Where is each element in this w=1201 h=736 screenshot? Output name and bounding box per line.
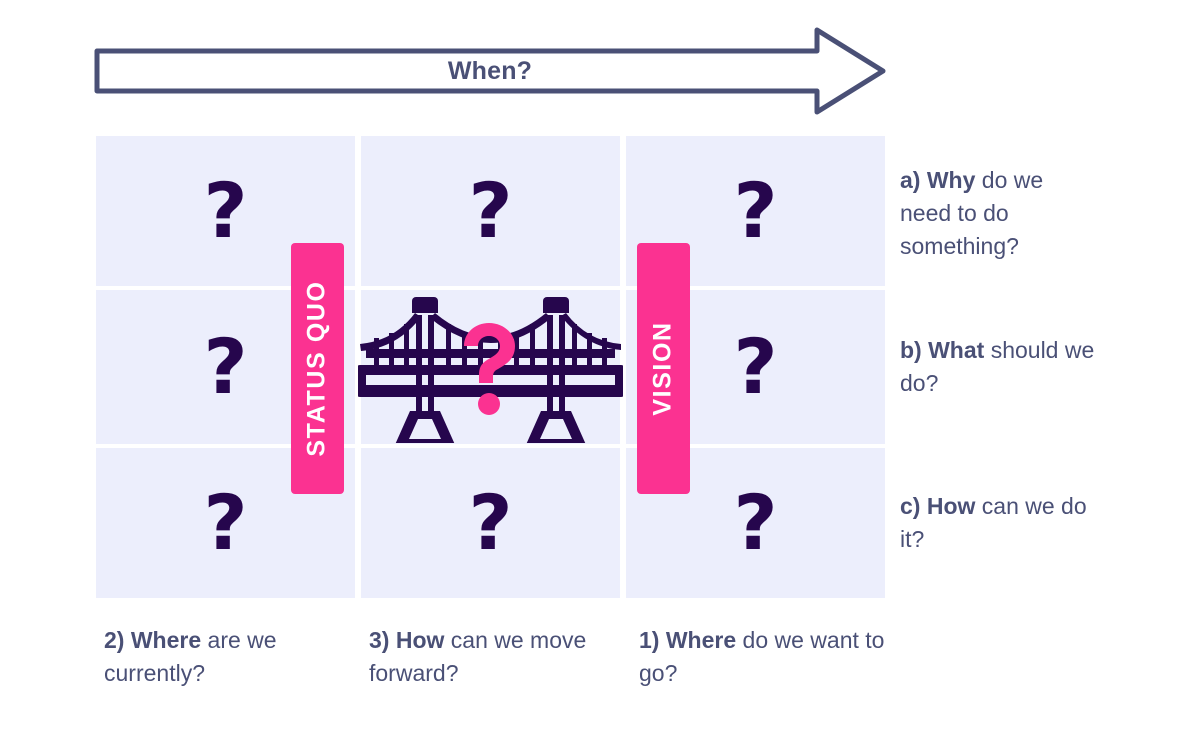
side-note-why-prefix: a) Why xyxy=(900,167,976,193)
side-note-how: c) How can we do it? xyxy=(900,490,1100,556)
when-label: When? xyxy=(447,57,533,85)
bottom-note-how-forward: 3) How can we move forward? xyxy=(369,624,624,690)
side-note-why: a) Why do we need to do something? xyxy=(900,164,1100,263)
bottom-note-3-rest: do we want to go? xyxy=(639,627,885,686)
bottom-note-where-currently: 2) Where are we currently? xyxy=(104,624,359,690)
side-note-what-rest: should we do? xyxy=(900,337,1095,396)
side-note-why-rest: do we need to do something? xyxy=(900,167,1044,259)
question-mark-icon: ? xyxy=(203,478,248,567)
banner-vision: VISION xyxy=(637,243,690,494)
side-note-how-rest: can we do it? xyxy=(900,493,1087,552)
suspension-bridge-icon xyxy=(358,291,623,443)
when-timeline-arrow xyxy=(94,24,886,118)
banner-status-quo: STATUS QUO xyxy=(291,243,344,494)
bottom-note-2-rest: can we move forward? xyxy=(369,627,587,686)
banner-vision-label: VISION xyxy=(649,321,677,416)
bottom-note-2-prefix: 3) How xyxy=(369,627,445,653)
question-mark-icon: ? xyxy=(733,166,778,255)
question-mark-icon: ? xyxy=(733,478,778,567)
side-note-what: b) What should we do? xyxy=(900,334,1100,400)
question-mark-icon: ? xyxy=(203,322,248,411)
bottom-note-3-prefix: 1) Where xyxy=(639,627,737,653)
banner-status-quo-label: STATUS QUO xyxy=(303,280,331,457)
grid-cell-why-bridge: ? xyxy=(361,136,620,286)
question-mark-icon: ? xyxy=(203,166,248,255)
bottom-note-1-prefix: 2) Where xyxy=(104,627,202,653)
side-note-what-prefix: b) What xyxy=(900,337,985,363)
question-mark-icon: ? xyxy=(468,166,513,255)
question-mark-icon: ? xyxy=(468,478,513,567)
question-mark-icon: ? xyxy=(733,322,778,411)
grid-cell-why-vision: ? xyxy=(626,136,885,286)
bottom-note-1-rest: are we currently? xyxy=(104,627,277,686)
bottom-note-where-want: 1) Where do we want to go? xyxy=(639,624,894,690)
side-note-how-prefix: c) How xyxy=(900,493,976,519)
grid-cell-how-bridge: ? xyxy=(361,448,620,598)
